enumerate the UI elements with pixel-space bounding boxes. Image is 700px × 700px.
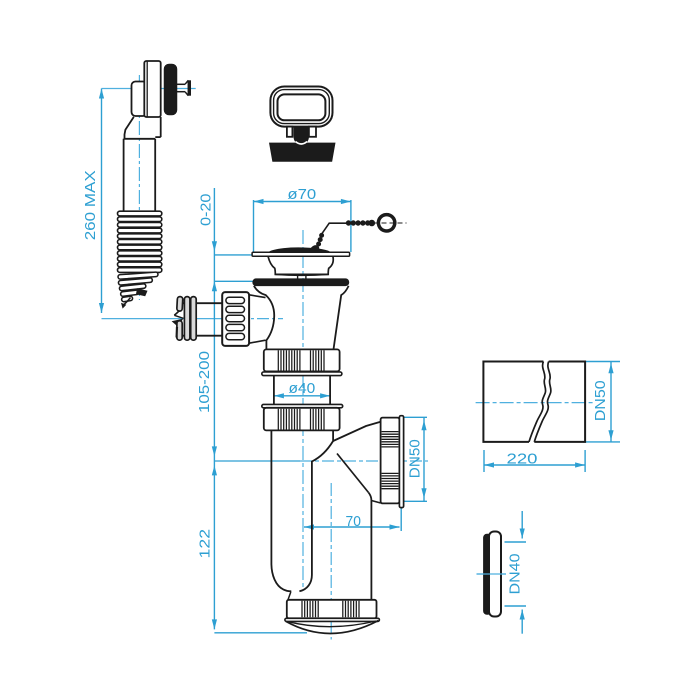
svg-text:122: 122 xyxy=(197,529,214,559)
svg-text:DN40: DN40 xyxy=(507,554,524,595)
svg-text:DN50: DN50 xyxy=(592,380,609,421)
svg-text:ø40: ø40 xyxy=(289,380,316,397)
svg-text:70: 70 xyxy=(346,513,361,530)
svg-text:260 MAX: 260 MAX xyxy=(82,170,99,240)
svg-text:105-200: 105-200 xyxy=(196,351,213,413)
svg-text:DN50: DN50 xyxy=(407,439,424,478)
svg-text:0-20: 0-20 xyxy=(197,194,214,227)
svg-text:220: 220 xyxy=(507,450,538,467)
svg-text:ø70: ø70 xyxy=(287,186,316,203)
